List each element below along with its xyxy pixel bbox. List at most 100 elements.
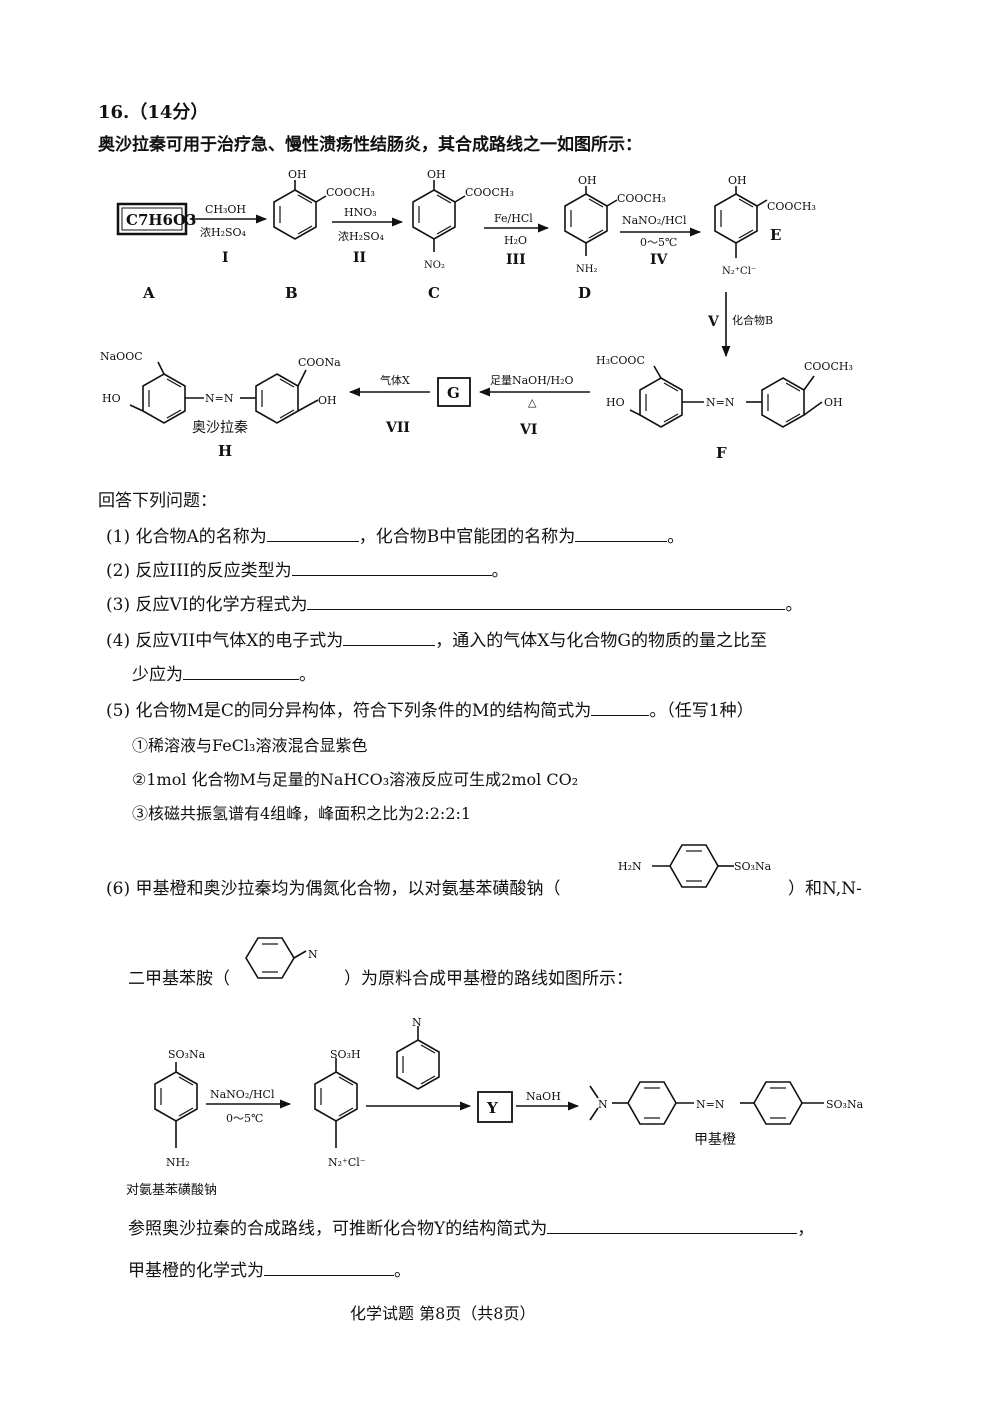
start-nh2: NH₂: [166, 1156, 190, 1169]
item-6-c: 二甲基苯胺（: [128, 969, 230, 989]
compound-g-box: [437, 377, 471, 407]
item-4-cont: 少应为 。: [132, 660, 316, 685]
item-1: (1) 化合物A的名称为 ，化合物B中官能团的名称为 。: [106, 522, 684, 547]
reagent-6-top: 足量NaOH/H₂O: [490, 374, 574, 387]
step-1-label: I: [222, 250, 229, 266]
h-coona: COONa: [298, 356, 341, 369]
question-intro: 奥沙拉秦可用于治疗急、慢性溃疡性结肠炎，其合成路线之一如图所示：: [98, 135, 642, 155]
reagent-2-bottom: 浓H₂SO₄: [338, 230, 385, 243]
methyl-orange-structure: [589, 1081, 824, 1125]
item-4-d: 。: [299, 665, 316, 685]
c-no2: NO₂: [424, 260, 445, 271]
label-e: E: [770, 226, 781, 244]
answer-blank[interactable]: [343, 628, 436, 646]
compound-y-box: [477, 1091, 513, 1123]
reagent-2-top: HNO₃: [344, 206, 377, 219]
answer-blank[interactable]: [591, 698, 650, 716]
condition-2: ②1mol 化合物M与足量的NaHCO₃溶液反应可生成2mol CO₂: [132, 770, 579, 789]
label-y: Y: [486, 1099, 498, 1117]
answer-blank[interactable]: [291, 558, 492, 576]
f-h3cooc: H₃COOC: [596, 354, 645, 367]
item-3-a: (3) 反应VI的化学方程式为: [106, 595, 308, 615]
h-oh: OH: [318, 394, 337, 407]
mo-n: N: [598, 1098, 608, 1111]
e-diazonium: N₂⁺Cl⁻: [722, 266, 756, 277]
reagent-1-top: CH₃OH: [205, 203, 246, 216]
e-oh: OH: [728, 174, 747, 187]
item-4: (4) 反应VII中气体X的电子式为 ，通入的气体X与化合物G的物质的量之比至: [106, 626, 767, 651]
item-3: (3) 反应VI的化学方程式为 。: [106, 590, 802, 615]
mo-name: 甲基橙: [694, 1131, 736, 1148]
start-so3na: SO₃Na: [168, 1048, 206, 1061]
reagent-n: N: [412, 1016, 422, 1029]
item-1-c: 。: [667, 527, 685, 547]
item-5-a: (5) 化合物M是C的同分异构体，符合下列条件的M的结构简式为: [106, 701, 592, 721]
item-6-f-text: 甲基橙的化学式为: [128, 1261, 264, 1281]
label-g: G: [447, 384, 460, 402]
diazonium-structure: [314, 1058, 358, 1148]
item-5-b: 。（任写1种）: [649, 701, 754, 721]
diazonium-group: N₂⁺Cl⁻: [328, 1156, 366, 1169]
item-1-b: ，化合物B中官能团的名称为: [358, 527, 576, 547]
item-2: (2) 反应III的反应类型为。: [106, 556, 509, 581]
answer-blank[interactable]: [575, 524, 668, 542]
compound-h-structure: [129, 361, 319, 424]
reagent-5: 化合物B: [732, 313, 773, 327]
label-d: D: [578, 284, 591, 302]
reagent-6-bottom: △: [528, 396, 537, 409]
item-6-e-text: 参照奥沙拉秦的合成路线，可推断化合物Y的结构简式为: [128, 1219, 548, 1239]
condition-3: ③核磁共振氢谱有4组峰，峰面积之比为2:2:2:1: [132, 804, 472, 823]
compound-c-structure: [412, 180, 466, 252]
h-name: 奥沙拉秦: [192, 419, 248, 436]
label-b: B: [285, 284, 298, 302]
start-name: 对氨基苯磺酸钠: [126, 1183, 217, 1198]
step-4-label: IV: [650, 252, 669, 268]
step-6-label: VI: [519, 422, 537, 438]
d-oh: OH: [578, 174, 597, 187]
answer-blank[interactable]: [266, 524, 359, 542]
label-f: F: [716, 444, 727, 462]
e-cooch3: COOCH₃: [767, 200, 816, 213]
compound-f-structure: [629, 365, 823, 428]
answer-blank[interactable]: [183, 662, 299, 680]
answer-blank[interactable]: [307, 592, 786, 610]
compound-d-structure: [564, 186, 618, 256]
compound-a-formula: C7H6O3: [126, 211, 197, 229]
reagent-4-top: NaNO₂/HCl: [622, 214, 687, 227]
h-azo: N=N: [205, 392, 234, 405]
compound-a-box: [116, 202, 188, 236]
step-3-label: III: [506, 252, 526, 268]
h-naooc: NaOOC: [100, 350, 143, 363]
item-4-a: (4) 反应VII中气体X的电子式为: [106, 631, 344, 651]
item-4-b: ，通入的气体X与化合物G的物质的量之比至: [435, 631, 767, 651]
label-h: H: [218, 442, 232, 460]
mo-so3na: SO₃Na: [826, 1098, 864, 1111]
item-1-a: (1) 化合物A的名称为: [106, 527, 267, 547]
item-5: (5) 化合物M是C的同分异构体，符合下列条件的M的结构简式为 。（任写1种）: [106, 696, 754, 721]
d-nh2: NH₂: [576, 264, 597, 275]
item-6-d: ）为原料合成甲基橙的路线如图所示：: [344, 969, 633, 989]
item-4-c: 少应为: [132, 665, 183, 685]
answer-blank[interactable]: [547, 1216, 798, 1234]
reagent-3-top: Fe/HCl: [494, 212, 533, 225]
question-number: 16.（14分）: [98, 102, 209, 123]
item-6-e-end: ，: [797, 1219, 815, 1239]
item-2-b: 。: [491, 561, 509, 581]
item-6-a: (6) 甲基橙和奥沙拉秦均为偶氮化合物，以对氨基苯磺酸钠（: [106, 879, 561, 899]
reagent-4-bottom: 0～5℃: [640, 236, 677, 249]
c-cooch3: COOCH₃: [465, 186, 514, 199]
scheme2-reagent-bottom: 0～5℃: [226, 1112, 263, 1125]
step-7-label: VII: [385, 420, 410, 436]
answer-blank[interactable]: [264, 1258, 394, 1276]
label-c: C: [428, 284, 440, 302]
f-cooch3: COOCH₃: [804, 360, 853, 373]
inline-h2n: H₂N: [618, 860, 642, 873]
step-5-label: V: [707, 314, 720, 330]
item-3-b: 。: [785, 595, 803, 615]
inline-n: N: [308, 948, 318, 961]
dimethylaniline-reagent-structure: [396, 1026, 440, 1090]
start-material-structure: [154, 1062, 198, 1148]
reagent-1-bottom: 浓H₂SO₄: [200, 226, 247, 239]
step-2-label: II: [353, 250, 366, 266]
compound-b-structure: [273, 180, 327, 240]
